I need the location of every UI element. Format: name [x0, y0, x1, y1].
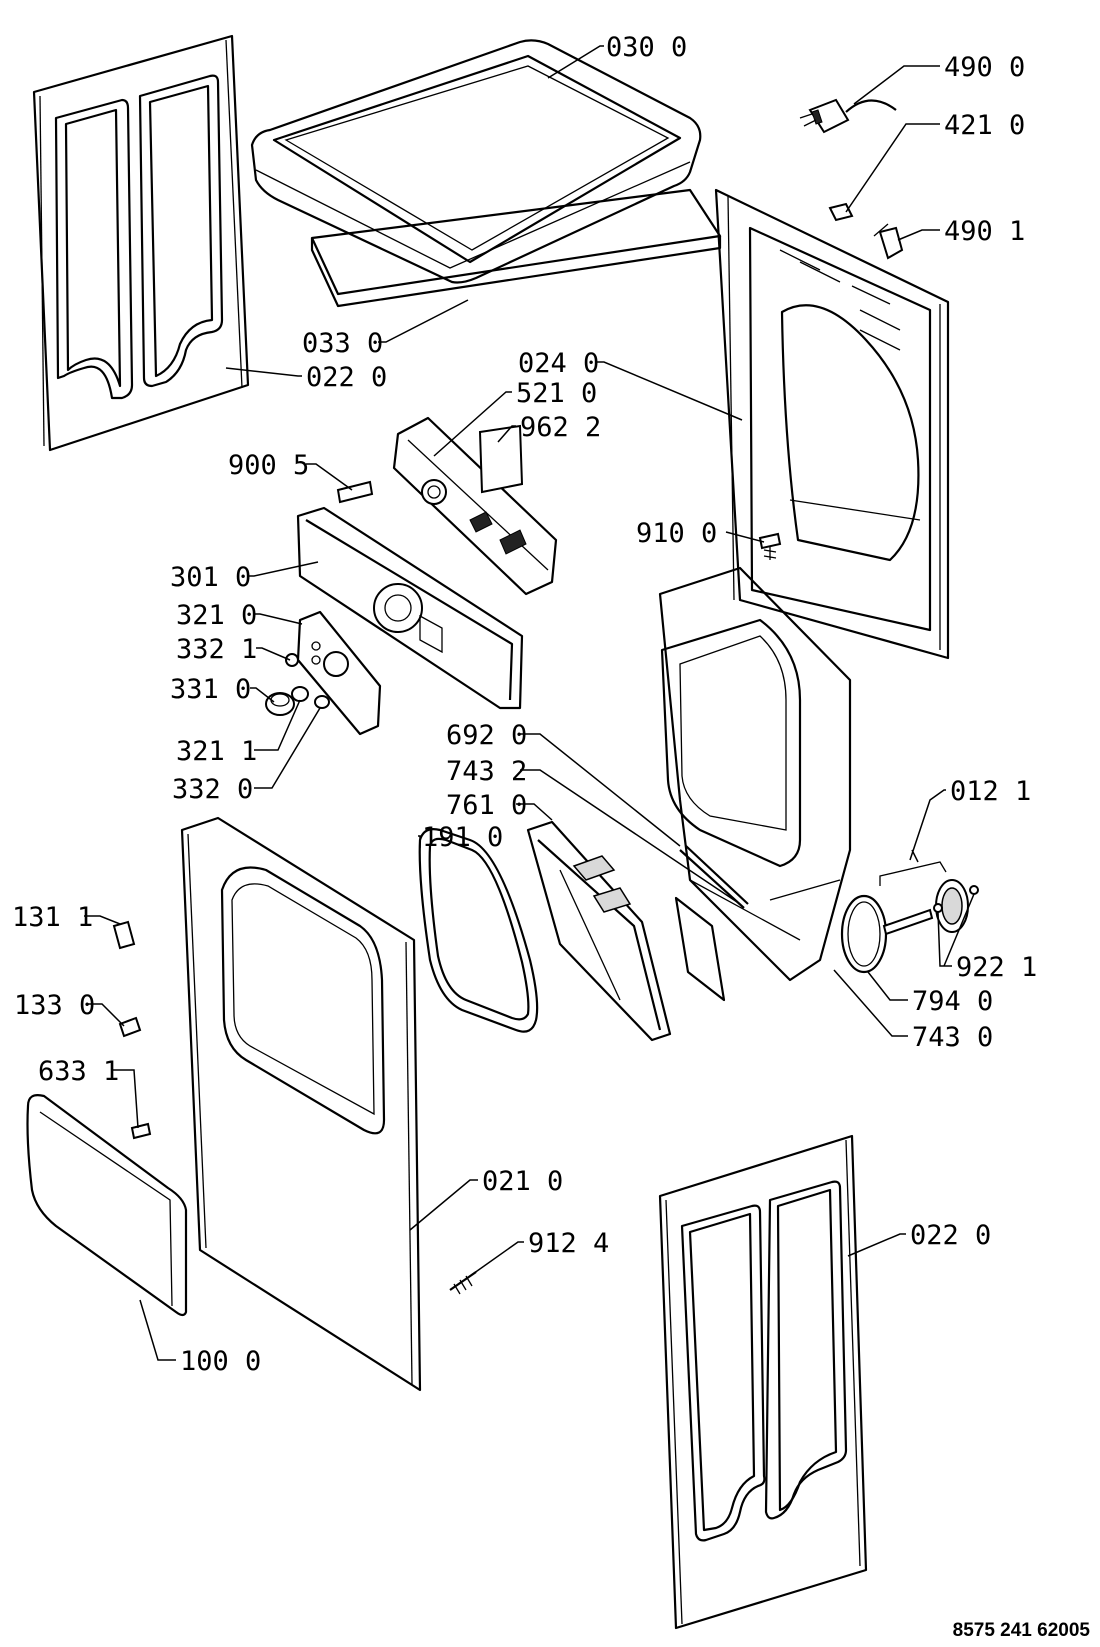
- label-100-0: 100 0: [180, 1346, 261, 1377]
- label-912-4: 912 4: [528, 1228, 609, 1259]
- group-bracket-012-1: [879, 861, 947, 886]
- label-301-0: 301 0: [170, 562, 251, 593]
- lint-filter: [526, 820, 672, 1042]
- shaft: [882, 908, 934, 936]
- side-panel-left: [32, 34, 250, 452]
- hinge-clip: [336, 480, 374, 504]
- strip-692-0: [679, 845, 749, 909]
- pin-633-1: [130, 1122, 152, 1140]
- control-board: [392, 416, 558, 596]
- switch-131-1: [112, 920, 136, 950]
- button-332-1: [285, 653, 299, 667]
- label-332-1: 332 1: [176, 634, 257, 665]
- nut-922-1: [933, 885, 979, 913]
- label-021-0: 021 0: [482, 1166, 563, 1197]
- label-331-0: 331 0: [170, 674, 251, 705]
- label-490-0: 490 0: [944, 52, 1025, 83]
- ring-321-1: [291, 686, 309, 702]
- side-panel-right: [658, 1134, 868, 1630]
- label-633-1: 633 1: [38, 1056, 119, 1087]
- label-plate: [478, 424, 524, 494]
- label-033-0: 033 0: [302, 328, 383, 359]
- button-332-0: [314, 695, 330, 709]
- label-521-0: 521 0: [516, 378, 597, 409]
- label-012-1: 012 1: [950, 776, 1031, 807]
- label-421-0: 421 0: [944, 110, 1025, 141]
- label-191-0: 191 0: [422, 822, 503, 853]
- label-922-1: 922 1: [956, 952, 1037, 983]
- door: [26, 1094, 188, 1317]
- label-024-0: 024 0: [518, 348, 599, 379]
- label-133-0: 133 0: [14, 990, 95, 1021]
- part-133-0: [118, 1016, 142, 1038]
- top-lid: [250, 39, 722, 308]
- label-743-0: 743 0: [912, 1022, 993, 1053]
- terminal-block: [828, 202, 854, 222]
- label-910-0: 910 0: [636, 518, 717, 549]
- label-321-1: 321 1: [176, 736, 257, 767]
- label-022-0-top: 022 0: [306, 362, 387, 393]
- label-962-2: 962 2: [520, 412, 601, 443]
- leader-lines: [84, 45, 975, 1361]
- plate-743-2: [674, 896, 726, 1002]
- part-labels: 030 0 490 0 421 0 490 1 033 0 022 0 024 …: [12, 32, 1037, 1377]
- label-022-0-bottom: 022 0: [910, 1220, 991, 1251]
- cord-clamp: [873, 223, 904, 260]
- drum-frame: [658, 566, 852, 982]
- label-490-1: 490 1: [944, 216, 1025, 247]
- label-332-0: 332 0: [172, 774, 253, 805]
- label-794-0: 794 0: [912, 986, 993, 1017]
- power-cord: [799, 98, 897, 134]
- door-gasket: [418, 828, 539, 1033]
- label-900-5: 900 5: [228, 450, 309, 481]
- screw-910-0: [758, 532, 782, 560]
- label-692-0: 692 0: [446, 720, 527, 751]
- label-321-0: 321 0: [176, 600, 257, 631]
- seal-ring-794-0: [840, 894, 888, 974]
- front-panel: [180, 816, 422, 1392]
- rear-panel: [714, 188, 950, 660]
- document-number: 8575 241 62005: [953, 1620, 1091, 1641]
- control-panel: [296, 506, 524, 710]
- program-fascia: [296, 610, 382, 736]
- label-131-1: 131 1: [12, 902, 93, 933]
- knob-331-0: [265, 692, 295, 716]
- label-030-0: 030 0: [606, 32, 687, 63]
- label-743-2: 743 2: [446, 756, 527, 787]
- label-761-0: 761 0: [446, 790, 527, 821]
